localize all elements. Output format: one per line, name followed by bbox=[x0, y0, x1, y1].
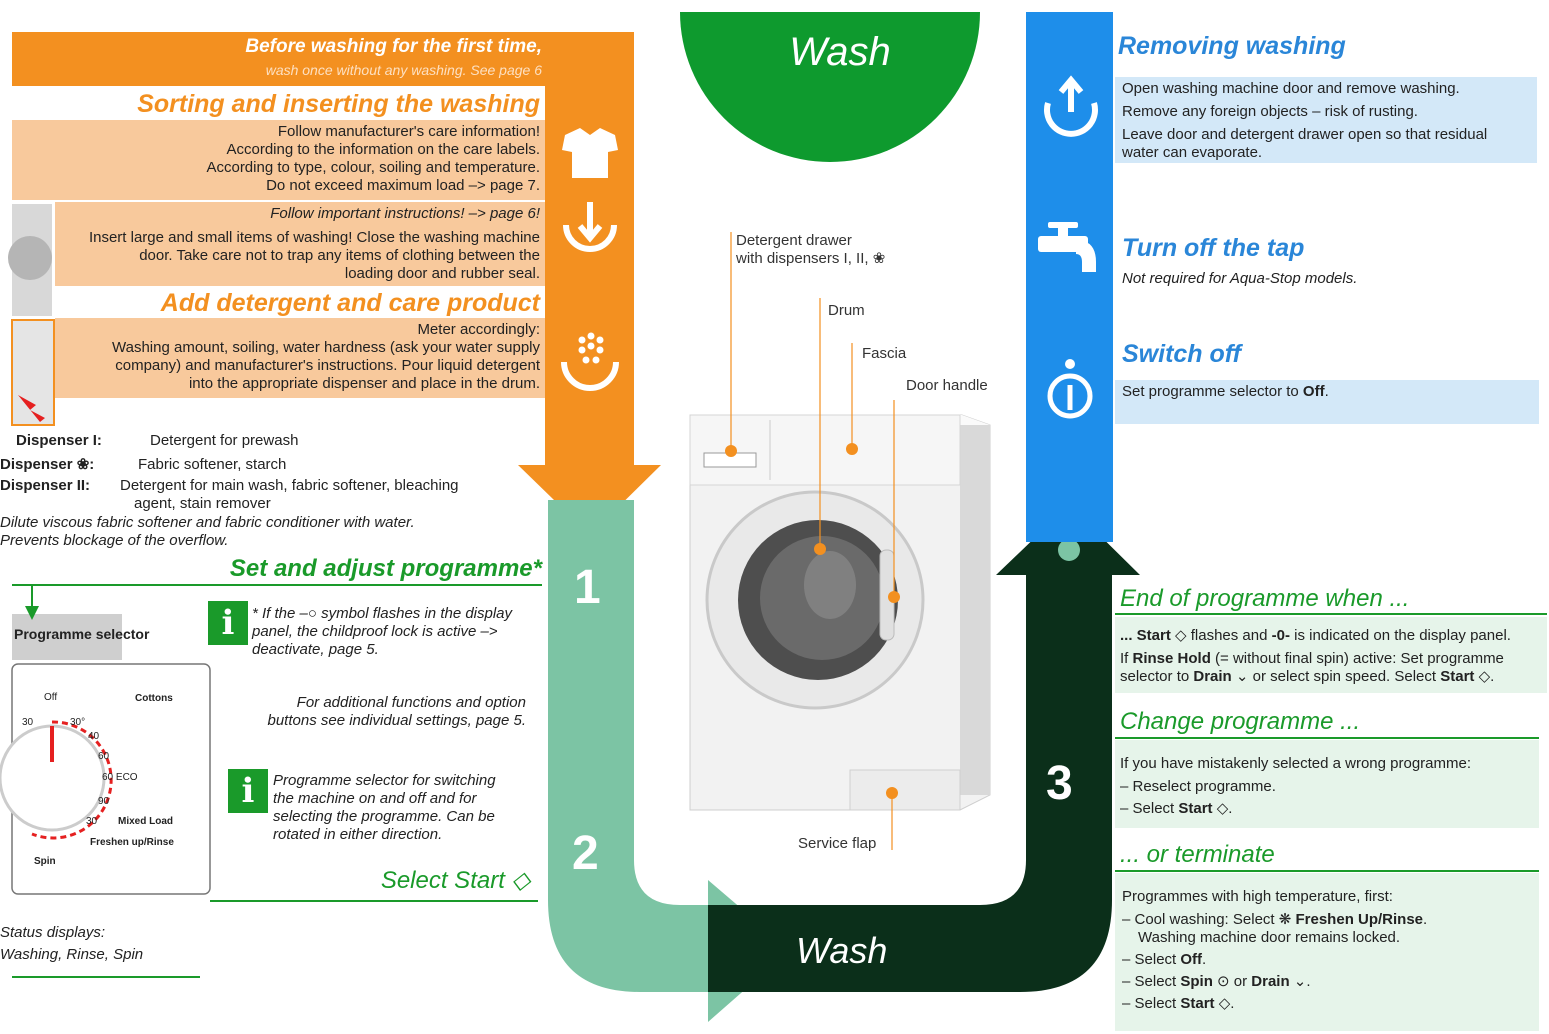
door-handle-label: Door handle bbox=[906, 377, 988, 394]
dispenser-3-label: Dispenser II: bbox=[0, 477, 91, 494]
mint-path bbox=[548, 500, 790, 1022]
orange-vertical-band bbox=[545, 32, 634, 472]
insert-text: Insert large and small items of washing!… bbox=[88, 229, 540, 282]
dial-mixed-load: Mixed Load bbox=[118, 816, 174, 827]
detergent-icon bbox=[561, 332, 619, 391]
drum-label: Drum bbox=[828, 302, 865, 319]
info-icon: i bbox=[208, 601, 248, 645]
dial-90: 90 bbox=[98, 796, 110, 807]
dial-freshen: Freshen up/Rinse bbox=[90, 837, 174, 848]
end-text: ... Start ◇ flashes and -0- is indicated… bbox=[1120, 627, 1511, 685]
dial-60-eco: 60 ECO bbox=[102, 772, 138, 783]
removing-box bbox=[1115, 77, 1537, 163]
sorting-box bbox=[12, 120, 545, 200]
end-title: End of programme when ... bbox=[1120, 585, 1410, 612]
step-1: 1 bbox=[574, 561, 601, 614]
select-start-label: Select Start ◇ bbox=[380, 867, 530, 894]
insert-note: Follow important instructions! –> page 6… bbox=[270, 205, 540, 222]
dilute-note: Dilute viscous fabric softener and fabri… bbox=[0, 514, 415, 549]
dial-40: 40 bbox=[88, 731, 100, 742]
orange-header-band bbox=[12, 32, 634, 86]
sorting-title: Sorting and inserting the washing bbox=[137, 90, 540, 118]
dial-off: Off bbox=[44, 692, 58, 703]
info-icon: i bbox=[228, 769, 268, 813]
dial-cottons: Cottons bbox=[135, 693, 173, 704]
step-3: 3 bbox=[1046, 757, 1073, 810]
tap-note: Not required for Aqua-Stop models. bbox=[1122, 270, 1358, 287]
service-flap-label: Service flap bbox=[798, 835, 877, 852]
dispenser-2-label: Dispenser ❀: bbox=[0, 456, 95, 473]
terminate-text: Programmes with high temperature, first:… bbox=[1122, 888, 1428, 1012]
remove-up-icon bbox=[1044, 75, 1098, 137]
detergent-box bbox=[55, 318, 545, 398]
dial-spin: Spin bbox=[34, 856, 56, 867]
dial-30: 30 bbox=[22, 717, 34, 728]
switchoff-box bbox=[1115, 380, 1539, 424]
switchoff-text: Set programme selector to Off. bbox=[1122, 383, 1329, 400]
terminate-title: ... or terminate bbox=[1120, 841, 1275, 868]
wash-bottom-label: Wash bbox=[796, 930, 888, 971]
programme-selector-label-box bbox=[12, 614, 122, 660]
shirt-icon bbox=[562, 128, 618, 178]
start-dot bbox=[1058, 539, 1080, 561]
insert-box bbox=[55, 202, 545, 286]
sorting-text: Follow manufacturer's care information!A… bbox=[206, 123, 540, 194]
dispenser-1-label: Dispenser I: bbox=[16, 432, 102, 449]
removing-text: Open washing machine door and remove was… bbox=[1122, 80, 1488, 161]
change-box bbox=[1115, 740, 1539, 828]
wash-semicircle bbox=[680, 12, 980, 162]
wash-top-label: Wash bbox=[789, 30, 891, 74]
tap-title: Turn off the tap bbox=[1122, 234, 1305, 262]
dispenser-3-text: Detergent for main wash, fabric softener… bbox=[120, 477, 459, 512]
change-text: If you have mistakenly selected a wrong … bbox=[1120, 755, 1471, 817]
drawer-photo bbox=[11, 319, 55, 426]
end-box bbox=[1115, 617, 1547, 693]
dial-30-deg: 30° bbox=[70, 717, 86, 728]
darkgreen-path bbox=[708, 505, 1140, 992]
first-time-line2: wash once without any washing. See page … bbox=[265, 62, 542, 78]
change-title: Change programme ... bbox=[1120, 708, 1361, 735]
step-2: 2 bbox=[572, 827, 599, 880]
dial-30-mixed: 30 bbox=[86, 816, 98, 827]
status-displays: Status displays:Washing, Rinse, Spin bbox=[0, 924, 144, 963]
power-info-icon bbox=[1047, 373, 1093, 419]
detergent-text: Meter accordingly:Washing amount, soilin… bbox=[112, 321, 540, 392]
load-down-icon bbox=[563, 202, 617, 252]
fascia-label: Fascia bbox=[862, 345, 907, 362]
dispenser-2-text: Fabric softener, starch bbox=[138, 456, 287, 473]
tap-icon bbox=[1038, 222, 1096, 272]
childproof-info: * If the –○ symbol flashes in the displa… bbox=[252, 605, 513, 658]
detergent-title: Add detergent and care product bbox=[160, 289, 540, 317]
washing-machine bbox=[689, 414, 991, 811]
first-time-line1: Before washing for the first time, bbox=[245, 36, 542, 57]
dial-60: 60 bbox=[98, 751, 110, 762]
removing-title: Removing washing bbox=[1118, 32, 1346, 60]
switchoff-title: Switch off bbox=[1122, 340, 1241, 368]
programme-selector-label: Programme selector bbox=[14, 626, 150, 642]
dispenser-1-text: Detergent for prewash bbox=[150, 432, 299, 449]
programme-title: Set and adjust programme* bbox=[229, 555, 542, 582]
terminate-box bbox=[1115, 873, 1539, 1031]
